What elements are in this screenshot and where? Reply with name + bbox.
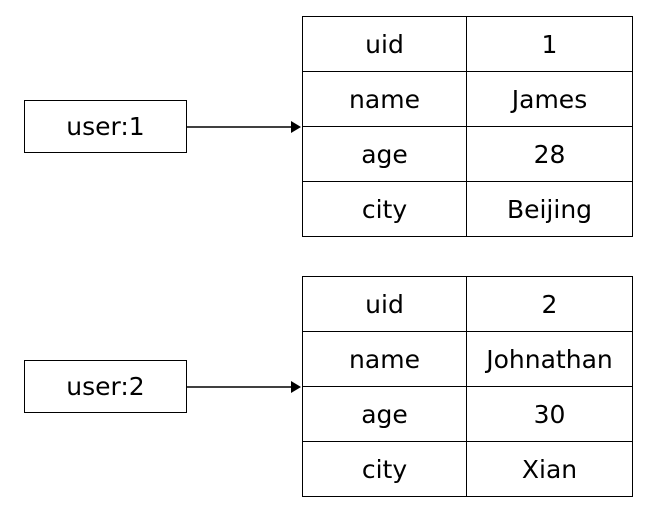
value-cell: Beijing (466, 181, 633, 237)
value-cell: 1 (466, 16, 633, 72)
field-cell: name (302, 71, 467, 127)
table-row: age 30 (302, 386, 633, 442)
hash-group-user-2: user:2 uid 2 name Johnathan age 30 city … (0, 276, 648, 500)
hash-table: uid 2 name Johnathan age 30 city Xian (302, 276, 633, 497)
arrow-icon (187, 121, 301, 133)
table-row: uid 1 (302, 16, 633, 72)
key-box: user:1 (24, 100, 187, 153)
field-cell: city (302, 181, 467, 237)
table-row: city Xian (302, 441, 633, 497)
hash-table: uid 1 name James age 28 city Beijing (302, 16, 633, 237)
table-row: city Beijing (302, 181, 633, 237)
value-cell: 30 (466, 386, 633, 442)
field-cell: name (302, 331, 467, 387)
value-cell: Johnathan (466, 331, 633, 387)
value-cell: 2 (466, 276, 633, 332)
field-cell: age (302, 126, 467, 182)
value-cell: James (466, 71, 633, 127)
table-row: uid 2 (302, 276, 633, 332)
field-cell: uid (302, 16, 467, 72)
field-cell: city (302, 441, 467, 497)
arrow-icon (187, 381, 301, 393)
table-row: age 28 (302, 126, 633, 182)
table-row: name James (302, 71, 633, 127)
hash-group-user-1: user:1 uid 1 name James age 28 city Beij… (0, 16, 648, 240)
value-cell: 28 (466, 126, 633, 182)
key-box: user:2 (24, 360, 187, 413)
field-cell: uid (302, 276, 467, 332)
value-cell: Xian (466, 441, 633, 497)
table-row: name Johnathan (302, 331, 633, 387)
field-cell: age (302, 386, 467, 442)
